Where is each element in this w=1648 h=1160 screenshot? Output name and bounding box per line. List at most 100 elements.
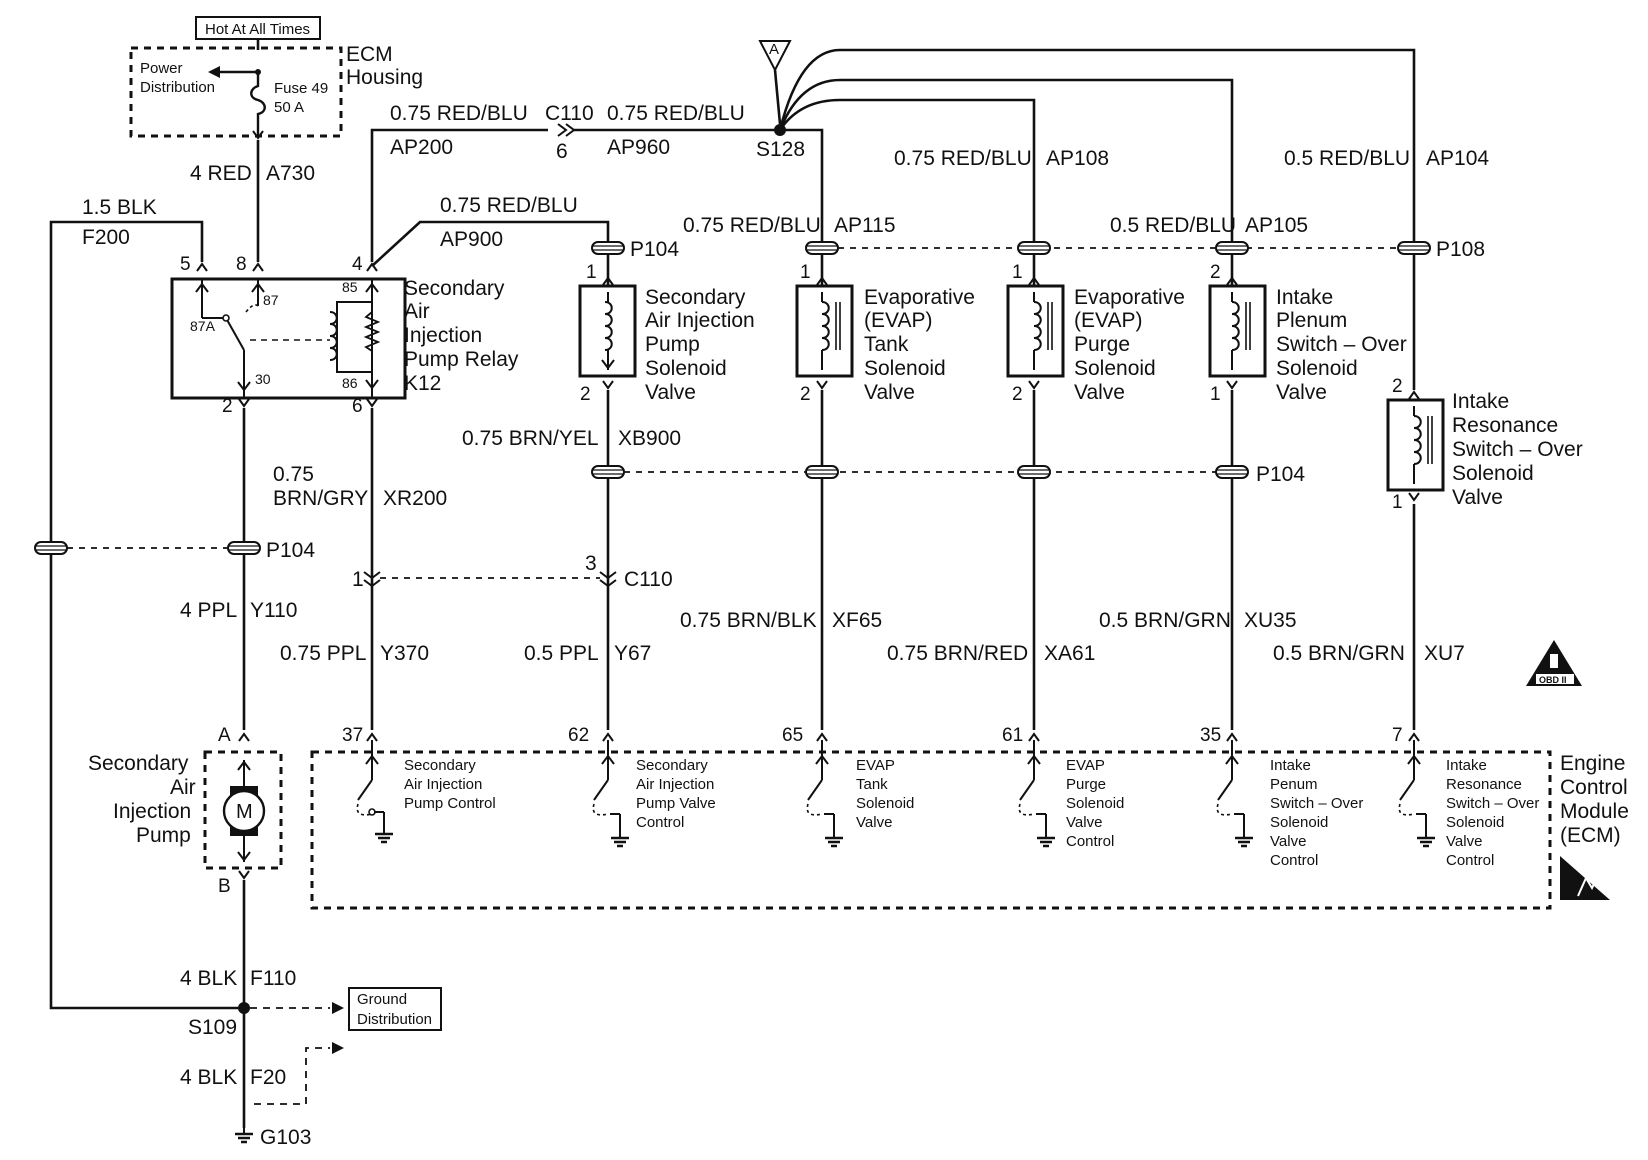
wire-y67-id: Y67 xyxy=(614,642,651,665)
solenoid-1-name-1: Secondary xyxy=(645,286,746,309)
connector-c110-pin1: 1 xyxy=(352,568,364,591)
ecm-driver-6-line-2: Resonance xyxy=(1446,776,1522,793)
connector-c110-top-pin: 6 xyxy=(556,140,568,163)
wire-ap105-size: 0.5 RED/BLU xyxy=(1110,214,1236,237)
wire-f200-id: F200 xyxy=(82,226,130,249)
solenoid-1-pin-top: 1 xyxy=(586,262,597,283)
wire-ap108-size: 0.75 RED/BLU xyxy=(894,147,1032,170)
solenoid-3-name-4: Solenoid xyxy=(1074,357,1156,380)
wire-f110-size: 4 BLK xyxy=(180,967,237,990)
power-section: Hot At All Times Power Distribution Fuse… xyxy=(129,16,423,262)
wire-y370-id: Y370 xyxy=(380,642,429,665)
ground-section: 4 BLK F110 S109 Ground Distribution 4 BL… xyxy=(180,880,442,1149)
ecm-driver-4-line-4: Valve xyxy=(1066,814,1102,831)
solenoid-intake-plenum: 2 1 Intake Plenum Switch – Over Solenoid… xyxy=(1208,254,1407,405)
ecm-pin-7-label: 7 xyxy=(1392,725,1403,746)
wire-xb900-id: XB900 xyxy=(618,427,681,450)
engine-control-module: Engine Control Module (ECM) OBD II 37 xyxy=(310,640,1629,910)
solenoid-4-name-3: Switch – Over xyxy=(1276,333,1407,356)
ecm-driver-5-line-2: Penum xyxy=(1270,776,1318,793)
ecm-driver-5-line-1: Intake xyxy=(1270,757,1311,774)
wire-y110-size: 4 PPL xyxy=(180,599,237,622)
solenoid-1-pin-bottom: 2 xyxy=(580,384,591,405)
solenoid-2-pin-bottom: 2 xyxy=(800,384,811,405)
wire-y67-size: 0.5 PPL xyxy=(524,642,599,665)
wire-xf65-size: 0.75 BRN/BLK xyxy=(680,609,817,632)
wire-y370-size: 0.75 PPL xyxy=(280,642,366,665)
wire-xr200-id: XR200 xyxy=(383,487,447,510)
power-distribution-label-2: Distribution xyxy=(140,79,215,96)
solenoid-1-name-4: Solenoid xyxy=(645,357,727,380)
solenoid-4-name-1: Intake xyxy=(1276,286,1333,309)
solenoid-1-name-5: Valve xyxy=(645,381,696,404)
relay-pin-86-label: 86 xyxy=(342,375,358,391)
relay-pin-30-label: 30 xyxy=(255,371,271,387)
relay-pin-6: 6 xyxy=(352,396,363,417)
ecm-housing-box xyxy=(129,46,343,138)
ecm-driver-6-line-6: Control xyxy=(1446,852,1494,869)
ecm-driver-6-line-5: Valve xyxy=(1446,833,1482,850)
ecm-driver-2-line-3: Pump Valve xyxy=(636,795,716,812)
solenoid-5-name-5: Valve xyxy=(1452,486,1503,509)
wire-xu7-id: XU7 xyxy=(1424,642,1465,665)
ecm-driver-1-line-3: Pump Control xyxy=(404,795,496,812)
connector-c110-lower: C110 xyxy=(624,568,673,591)
ecm-pin-35: 35 Intake Penum Switch – Over Solenoid V… xyxy=(1200,725,1363,869)
solenoid-3-name-1: Evaporative xyxy=(1074,286,1185,309)
solenoid-5-pin-top: 2 xyxy=(1392,376,1403,397)
solenoid-4-name-4: Solenoid xyxy=(1276,357,1358,380)
ground-distribution-label-1: Ground xyxy=(357,991,407,1008)
ecm-driver-3-line-2: Tank xyxy=(856,776,888,793)
ecm-name-3: Module xyxy=(1560,800,1629,823)
ground-distribution-box xyxy=(348,987,442,1031)
obd-ii-label: OBD II xyxy=(1539,675,1567,685)
solenoid-4-name-5: Valve xyxy=(1276,381,1327,404)
solenoid-4-pin-top: 2 xyxy=(1210,262,1221,283)
wire-xu7-size: 0.5 BRN/GRN xyxy=(1273,642,1405,665)
ecm-driver-3-line-4: Valve xyxy=(856,814,892,831)
solenoid-2-pin-top: 1 xyxy=(800,262,811,283)
ecm-pin-61: 61 EVAP Purge Solenoid Valve Control xyxy=(1002,725,1124,850)
power-distribution-label-1: Power xyxy=(140,60,183,77)
wire-ap900-size: 0.75 RED/BLU xyxy=(440,194,578,217)
solenoid-secondary-air-pump-valve: 1 2 Secondary Air Injection Pump Solenoi… xyxy=(578,254,755,405)
ground-distribution-label-2: Distribution xyxy=(357,1011,432,1028)
solenoid-2-name-3: Tank xyxy=(864,333,909,356)
ecm-driver-2-line-1: Secondary xyxy=(636,757,708,774)
ecm-name-4: (ECM) xyxy=(1560,824,1621,847)
ecm-name-1: Engine xyxy=(1560,752,1625,775)
wire-ap115-size: 0.75 RED/BLU xyxy=(683,214,821,237)
ecm-driver-6-line-4: Solenoid xyxy=(1446,814,1504,831)
wire-xa61-size: 0.75 BRN/RED xyxy=(887,642,1028,665)
ground-g103-label: G103 xyxy=(260,1126,311,1149)
pump-pin-b: B xyxy=(218,876,231,897)
solenoid-3-name-5: Valve xyxy=(1074,381,1125,404)
connector-c110-top: C110 xyxy=(545,102,594,125)
solenoid-3-name-3: Purge xyxy=(1074,333,1130,356)
red-blu-feed: 0.75 RED/BLU C110 6 AP200 0.75 RED/BLU A… xyxy=(370,40,1489,267)
ecm-driver-1-line-2: Air Injection xyxy=(404,776,482,793)
wire-a730-size: 4 RED xyxy=(190,162,252,185)
relay-pin-87a-label: 87A xyxy=(190,318,216,334)
pump-name-4: Pump xyxy=(136,824,191,847)
wire-xr200-size-2: BRN/GRY xyxy=(273,487,368,510)
pump-pin-a: A xyxy=(218,725,231,746)
ground-g103-icon xyxy=(233,1124,255,1144)
wire-f200: 1.5 BLK F200 xyxy=(49,196,244,1010)
ecm-driver-3-line-3: Solenoid xyxy=(856,795,914,812)
ecm-driver-4-line-2: Purge xyxy=(1066,776,1106,793)
esd-sensitive-icon xyxy=(1560,856,1610,900)
wire-f20-size: 4 BLK xyxy=(180,1066,237,1089)
wire-ap105-id: AP105 xyxy=(1245,214,1308,237)
splice-s109-label: S109 xyxy=(188,1016,237,1039)
solenoid-2-name-5: Valve xyxy=(864,381,915,404)
relay-pin-2: 2 xyxy=(222,396,233,417)
pump-name-1: Secondary xyxy=(88,752,189,775)
wire-ap900-id: AP900 xyxy=(440,228,503,251)
wire-a730-id: A730 xyxy=(266,162,315,185)
wire-ap104-id: AP104 xyxy=(1426,147,1489,170)
solenoid-1-name-2: Air Injection xyxy=(645,309,755,332)
connector-p104-left: P104 xyxy=(266,539,315,562)
relay-pin-87-label: 87 xyxy=(263,292,279,308)
wire-xu35-size: 0.5 BRN/GRN xyxy=(1099,609,1231,632)
